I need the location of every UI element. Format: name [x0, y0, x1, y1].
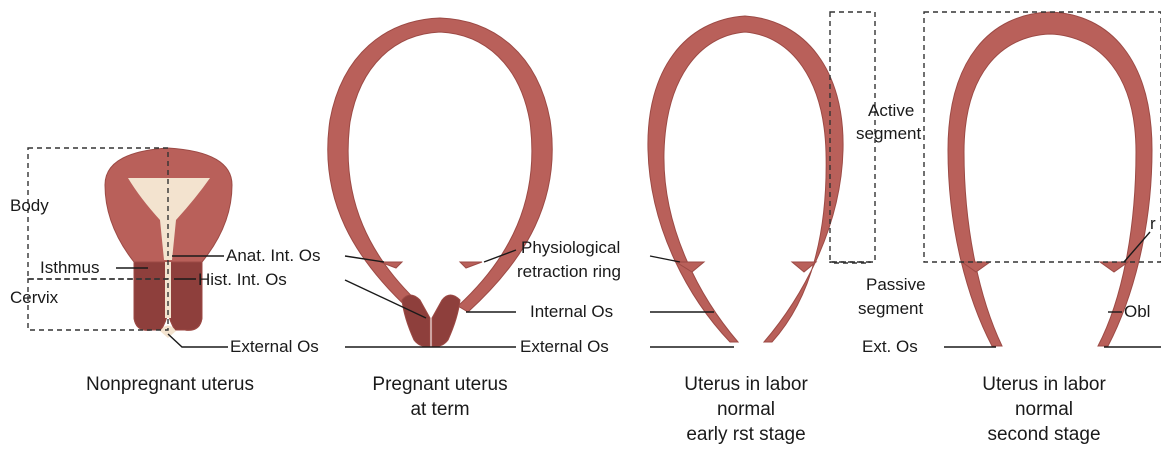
label-physiological: Physiological [521, 238, 620, 258]
label-external-os-1: External Os [230, 337, 319, 357]
caption-first-stage-line-1: Uterus in labor [626, 372, 866, 397]
caption-pregnant-line-2: at term [320, 397, 560, 422]
external-os-leader-1 [168, 334, 228, 347]
label-cervix: Cervix [10, 288, 58, 308]
label-external-os-2: External Os [520, 337, 609, 357]
label-isthmus: Isthmus [40, 258, 100, 278]
pregnant-cervix-left [402, 295, 430, 346]
label-body: Body [10, 196, 49, 216]
pregnant-cervix-right [432, 295, 460, 346]
label-r-partial: r [1150, 214, 1156, 234]
caption-second-stage-line-3: second stage [924, 422, 1161, 447]
label-retraction-ring: retraction ring [517, 262, 621, 282]
caption-second-stage-line-2: normal [924, 397, 1161, 422]
label-obl-partial: Obl [1124, 302, 1150, 322]
caption-first-stage: Uterus in labor normal early rst stage [626, 372, 866, 447]
caption-nonpregnant: Nonpregnant uterus [50, 372, 290, 397]
caption-pregnant: Pregnant uterus at term [320, 372, 560, 422]
second-stage-wall [948, 12, 1152, 346]
labor-second-stage-uterus [924, 12, 1161, 347]
caption-pregnant-line-1: Pregnant uterus [320, 372, 560, 397]
caption-second-stage: Uterus in labor normal second stage [924, 372, 1161, 447]
caption-second-stage-line-1: Uterus in labor [924, 372, 1161, 397]
pregnant-ring-right [460, 262, 482, 268]
caption-first-stage-line-2: normal [626, 397, 866, 422]
labor-first-stage-uterus [648, 12, 875, 347]
label-anat-int-os: Anat. Int. Os [226, 246, 321, 266]
caption-first-stage-line-3: early rst stage [626, 422, 866, 447]
nonpregnant-uterus [28, 148, 232, 347]
label-ext-os: Ext. Os [862, 337, 918, 357]
label-active: Active [868, 101, 914, 121]
label-passive: Passive [866, 275, 926, 295]
first-stage-wall-left [648, 16, 843, 342]
pregnant-uterus [328, 18, 553, 347]
label-active-segment: segment [856, 124, 921, 144]
caption-nonpregnant-line-1: Nonpregnant uterus [50, 372, 290, 397]
label-passive-segment: segment [858, 299, 923, 319]
label-hist-int-os: Hist. Int. Os [198, 270, 287, 290]
label-internal-os: Internal Os [530, 302, 613, 322]
